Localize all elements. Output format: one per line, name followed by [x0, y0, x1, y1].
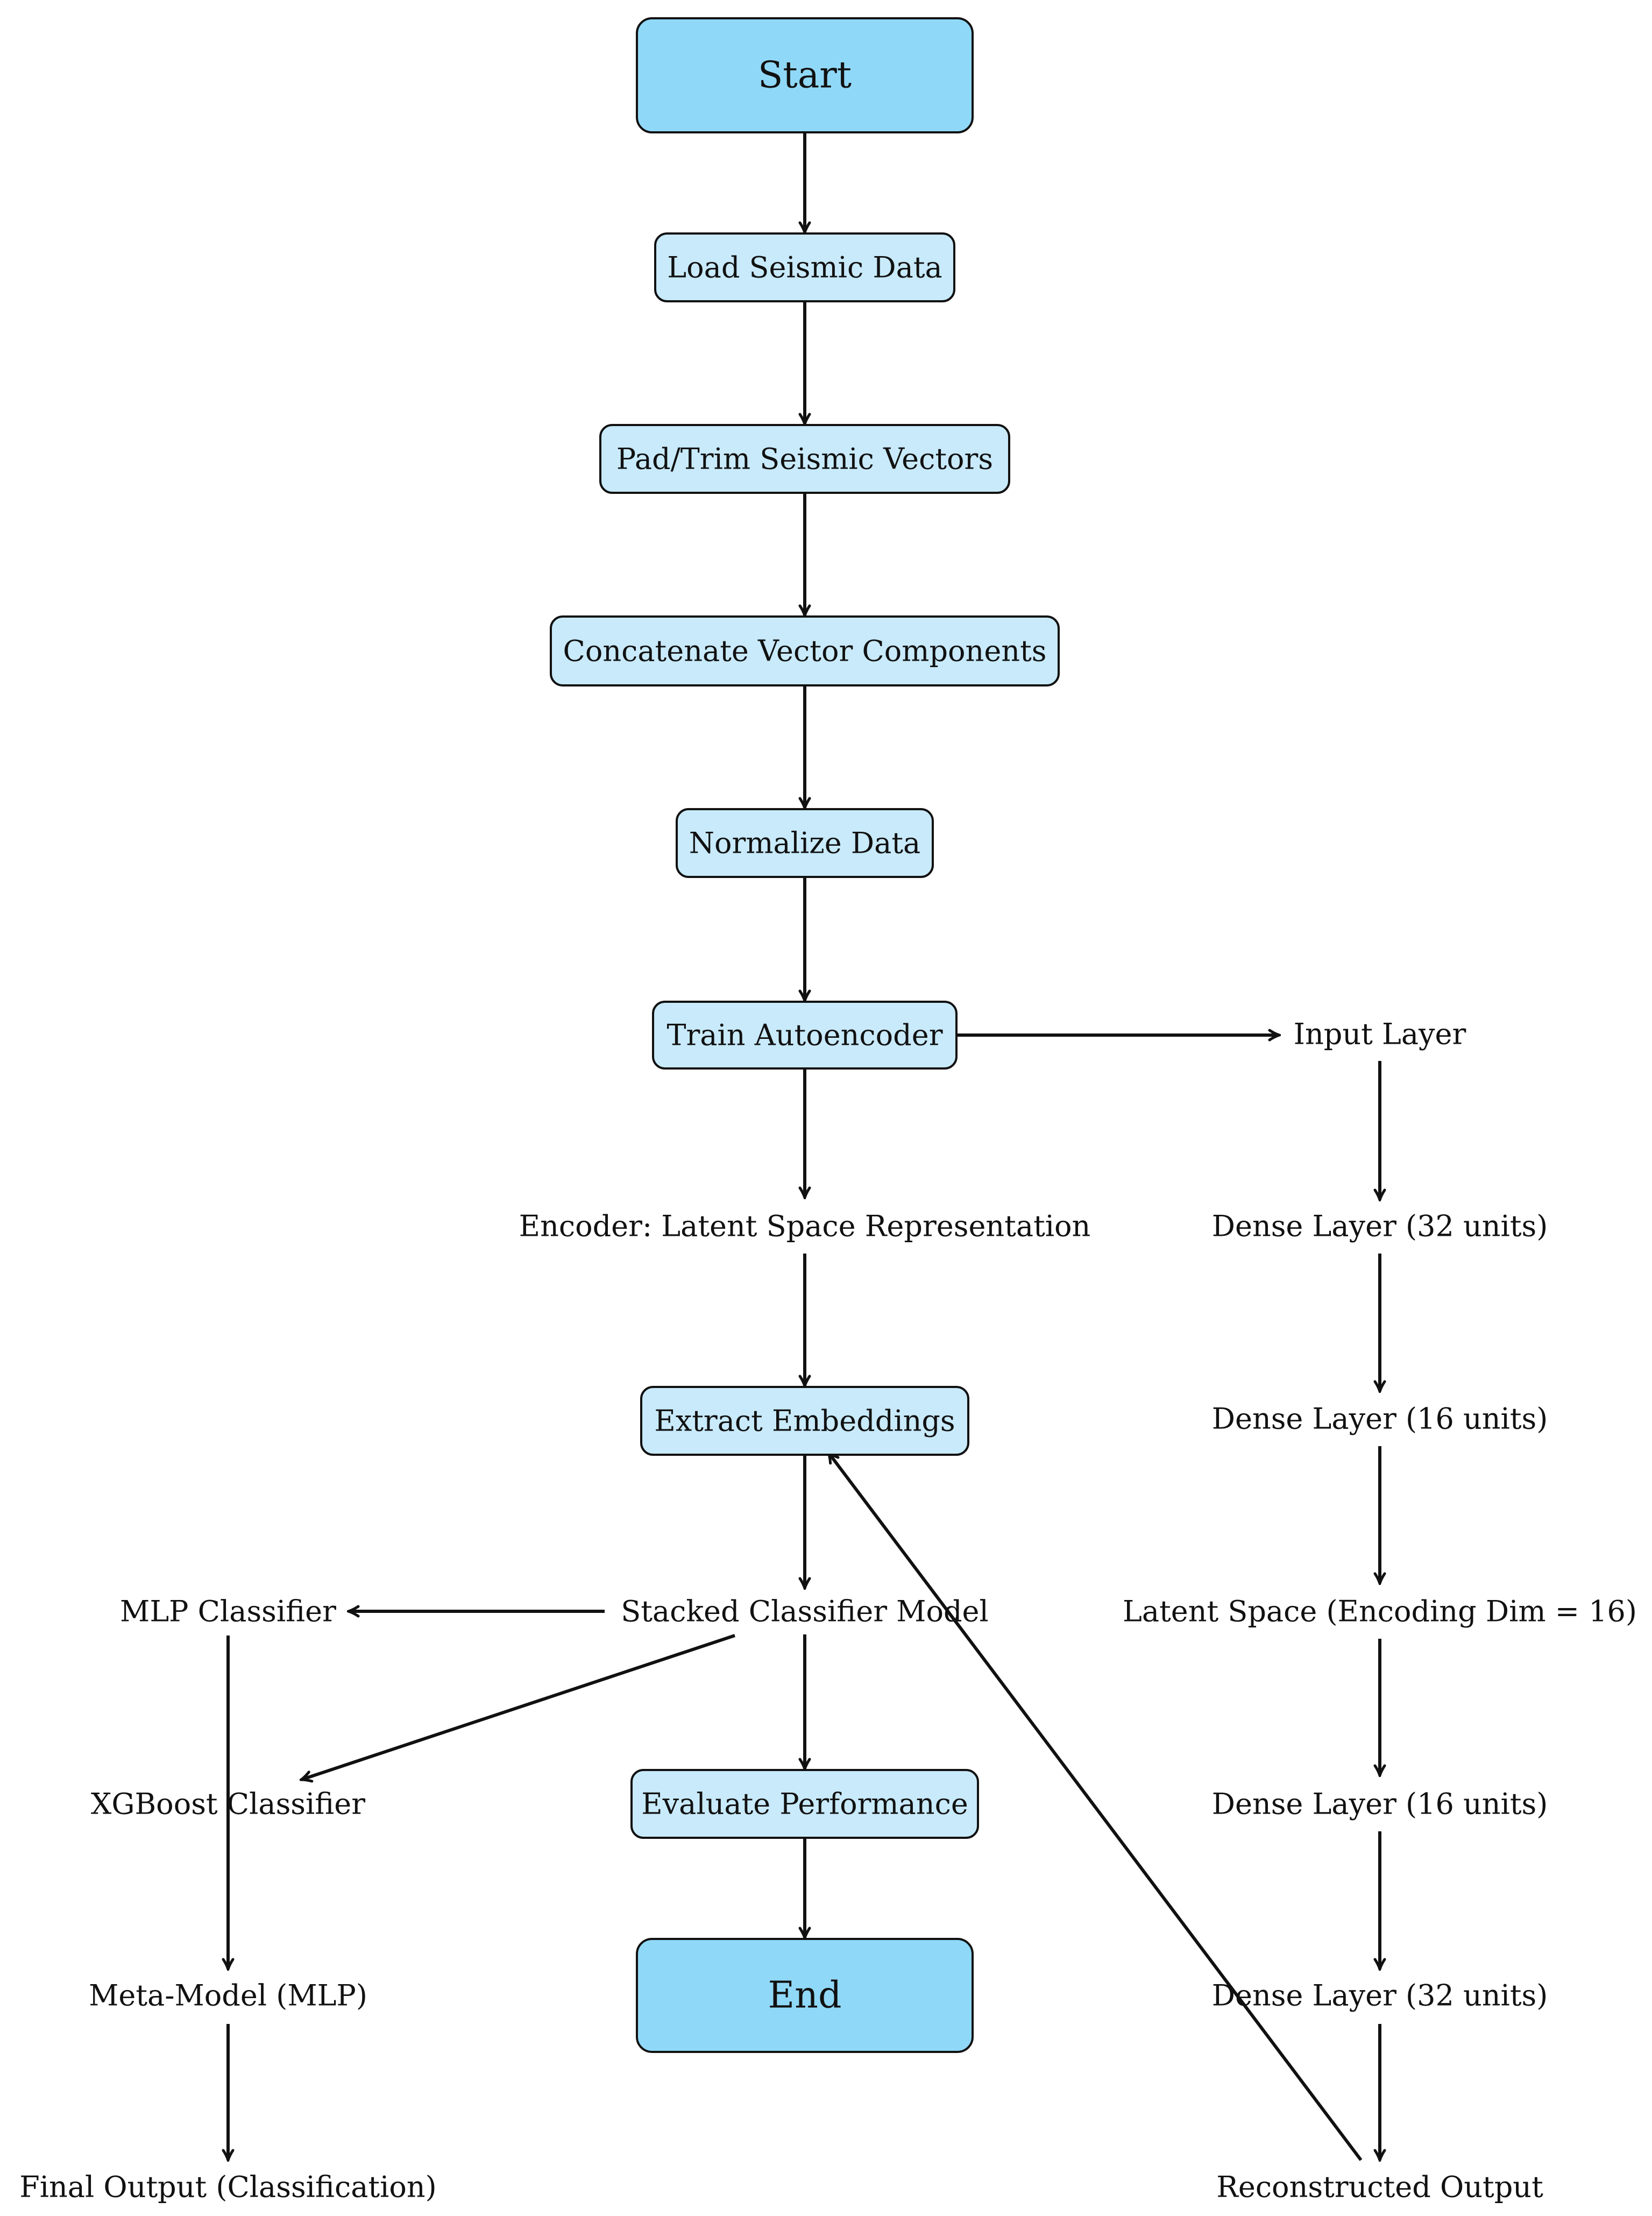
train-autoencoder-box: [652, 1001, 958, 1070]
train-autoencoder-label: Train Autoencoder: [667, 1018, 942, 1052]
dense-16-a-label: Dense Layer (16 units): [1212, 1402, 1548, 1436]
evaluate-performance-box: [630, 1769, 979, 1839]
end-label: End: [768, 1974, 842, 2017]
encoder-latent-label: Encoder: Latent Space Representation: [519, 1209, 1091, 1243]
start-box: [636, 17, 974, 133]
normalize-box: [676, 808, 934, 878]
meta-model-label: Meta-Model (MLP): [89, 1979, 367, 2013]
dense-16-b-label: Dense Layer (16 units): [1212, 1787, 1548, 1821]
concatenate-box: [550, 615, 1060, 686]
latent-space-label: Latent Space (Encoding Dim = 16): [1123, 1595, 1637, 1629]
extract-embeddings-box: [640, 1386, 969, 1456]
start-label: Start: [758, 54, 852, 97]
pad-trim-label: Pad/Trim Seismic Vectors: [616, 442, 993, 476]
evaluate-performance-label: Evaluate Performance: [641, 1787, 968, 1821]
stacked-classifier-label: Stacked Classifier Model: [621, 1595, 989, 1629]
reconstructed-output-label: Reconstructed Output: [1216, 2170, 1543, 2204]
end-box: [636, 1938, 974, 2053]
dense-32-b-label: Dense Layer (32 units): [1212, 1979, 1548, 2013]
edge-stacked-to-xgboost: [301, 1634, 735, 1780]
boxes: [550, 17, 1060, 2053]
labels: Start Load Seismic Data Pad/Trim Seismic…: [19, 54, 1637, 2204]
mlp-classifier-label: MLP Classifier: [120, 1595, 336, 1629]
extract-embeddings-label: Extract Embeddings: [654, 1404, 955, 1438]
xgboost-classifier-label: XGBoost Classifier: [91, 1787, 365, 1821]
dense-32-a-label: Dense Layer (32 units): [1212, 1209, 1548, 1243]
input-layer-label: Input Layer: [1294, 1017, 1466, 1051]
edge-reconstructed-to-extract: [828, 1453, 1363, 2161]
load-data-label: Load Seismic Data: [667, 251, 942, 285]
normalize-label: Normalize Data: [689, 826, 920, 860]
load-data-box: [654, 232, 955, 302]
final-output-label: Final Output (Classification): [19, 2170, 436, 2204]
edges: [228, 133, 1380, 2160]
pad-trim-box: [599, 424, 1010, 494]
concatenate-label: Concatenate Vector Components: [563, 634, 1047, 668]
